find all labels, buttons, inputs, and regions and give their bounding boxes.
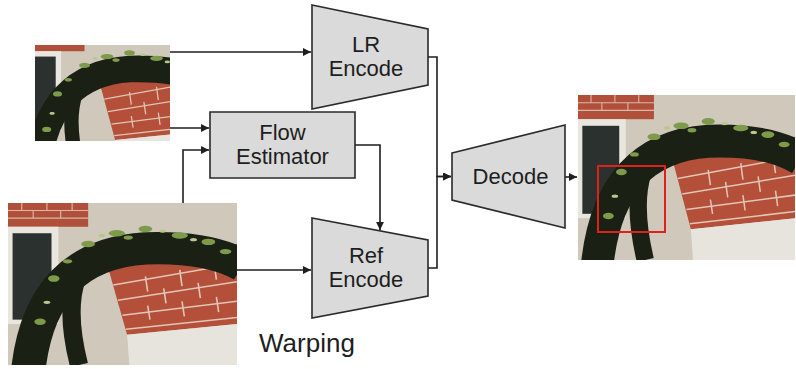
network-block: Ref Encode [312,218,428,318]
block-label: LR Encode [324,33,408,81]
block-shape [312,5,428,109]
block-label: Decode [473,165,549,189]
block-shape [312,218,428,318]
connector-arrow [355,145,380,230]
input-arrow [170,127,209,129]
block-shape [210,112,355,178]
block-label: Ref Encode [324,244,408,292]
process-box: Flow Estimator [210,112,355,178]
network-block: Decode [452,125,565,228]
output-arrow [565,176,577,178]
input-arrow [183,150,209,203]
caption-label: Warping [259,328,355,359]
output-image [578,95,796,262]
block-shape [452,125,565,228]
connector-arrow [428,57,451,177]
network-block: LR Encode [312,5,428,109]
reference-image [8,203,243,367]
input-arrow [170,51,311,53]
block-label: Flow Estimator [223,121,343,169]
highlight-box [598,166,665,232]
input-arrow [237,269,311,271]
connector-arrow [428,177,451,269]
